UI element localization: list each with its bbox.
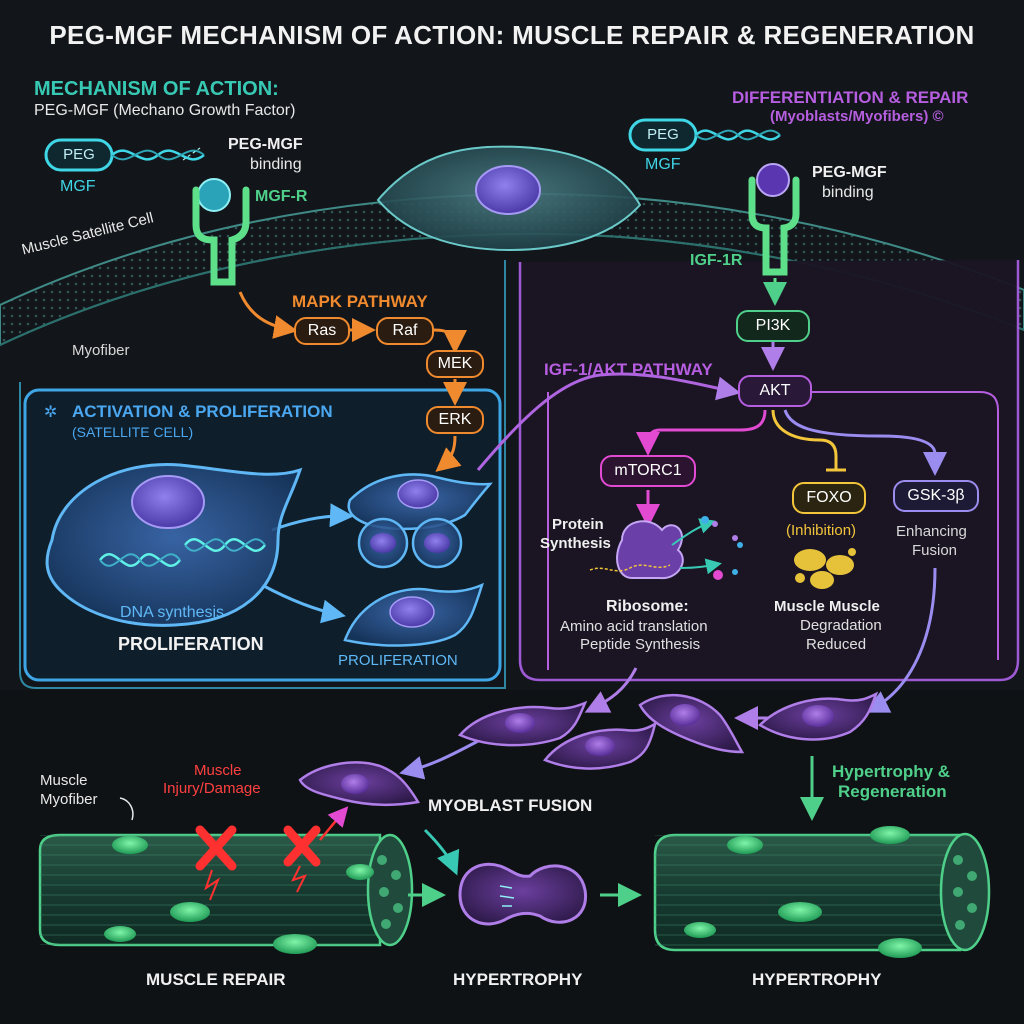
right-header-title: DIFFERENTIATION & REPAIR [732,88,969,107]
membrane-cell-nucleus [475,165,541,215]
right-binding-line2: binding [822,184,874,201]
degradation-particles [794,548,856,589]
left-binding-line2: binding [250,156,302,173]
left-binding-line1: PEG-MGF [228,136,303,153]
activation-icon: ✲ [44,404,58,421]
hypertrophy-middle-label: HYPERTROPHY [453,970,583,989]
satellite-cell-large-nucleus [131,475,205,529]
pi3k-node: PI3K [736,310,810,342]
protein-synthesis-line2: Synthesis [540,535,611,552]
bottom-myofiber-line2: Myofiber [40,791,98,808]
left-mgf-label: MGF [60,178,96,195]
mapk-pathway-title: MAPK PATHWAY [292,292,428,311]
hypertrophy-regen-line1: Hypertrophy & [832,762,951,781]
activation-title: ACTIVATION & PROLIFERATION [72,402,333,421]
gsk3b-node: GSK-3β [893,480,979,512]
dividing-cell [357,517,463,569]
right-binding-line1: PEG-MGF [812,164,887,181]
satellite-cell-large [45,462,303,627]
right-mgf-ligand [756,163,790,197]
bottom-myofiber-line1: Muscle [40,772,88,789]
foxo-node: FOXO [792,482,866,514]
mapk-node-ras: Ras [294,317,350,345]
left-header-subtitle: PEG-MGF (Mechano Growth Factor) [34,102,296,119]
ribosome-line1: Amino acid translation [560,618,708,635]
left-panel [19,260,506,689]
left-receptor-shape [192,186,250,286]
mapk-node-raf: Raf [376,317,434,345]
gsk-note-line1: Enhancing [896,523,967,540]
degradation-line3: Reduced [806,636,867,653]
ribosome-title: Ribosome: [606,598,689,615]
right-header-subtitle: (Myoblasts/Myofibers) © [770,108,944,125]
ribosome [589,516,743,580]
page-title: PEG-MGF MECHANISM OF ACTION: MUSCLE REPA… [49,20,975,50]
injury-label-line2: Injury/Damage [163,780,261,797]
left-peg-label: PEG [63,146,95,163]
ribosome-line2: Peptide Synthesis [580,636,701,653]
hypertrophy-right-label: HYPERTROPHY [752,970,882,989]
left-header-title: MECHANISM OF ACTION: [34,78,279,100]
myoblast-cells [298,691,879,807]
proliferation-label-small: PROLIFERATION [338,652,458,669]
right-peg-label: PEG [647,126,679,143]
myofiber-label: Myofiber [72,342,130,359]
fusing-myoblast [458,862,587,926]
injury-x-marks [195,825,321,871]
regenerated-muscle-fiber [653,826,991,958]
myoblast-fusion-label: MYOBLAST FUSION [428,796,593,815]
foxo-inhibition-note: (Inhibition) [786,522,857,539]
left-mgf-ligand [197,178,231,212]
dna-synthesis-label: DNA synthesis [120,604,225,621]
activation-subtitle: (SATELLITE CELL) [72,424,194,440]
right-mgf-label: MGF [645,156,681,173]
injury-label-line1: Muscle [194,762,242,779]
mgf-receptor-label: MGF-R [255,188,308,205]
muscle-repair-label: MUSCLE REPAIR [146,970,286,989]
degradation-line2: Degradation [800,617,882,634]
mtorc1-node: mTORC1 [600,455,696,487]
hypertrophy-regen-line2: Regeneration [838,782,947,801]
igf-akt-pathway-label: IGF-1/AKT PATHWAY [544,360,713,379]
akt-node: AKT [738,375,812,407]
right-receptor-shape [748,176,800,276]
degradation-line1: Muscle Muscle [774,598,880,615]
protein-synthesis-line1: Protein [552,516,604,533]
mapk-node-mek: MEK [426,350,484,378]
gsk-note-line2: Fusion [912,542,958,559]
mapk-node-erk: ERK [426,406,484,434]
proliferation-label-bold: PROLIFERATION [118,634,264,654]
igf1-receptor-label: IGF-1R [690,252,743,269]
